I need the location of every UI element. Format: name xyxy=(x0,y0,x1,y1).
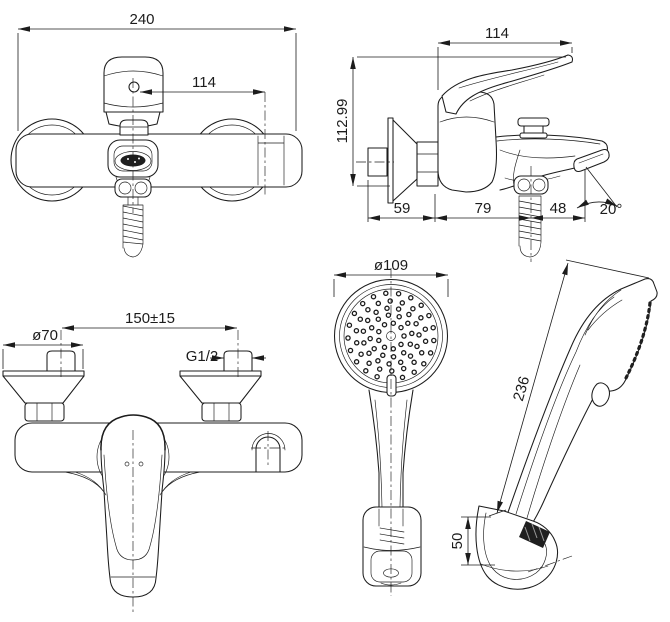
dim-label-thread: G1/2 xyxy=(186,348,219,365)
dim-label-spout-angle: 20° xyxy=(600,201,623,218)
dim-side-handle-reach: 114 xyxy=(437,25,573,90)
dim-label-center-to-mount: 114 xyxy=(192,74,216,91)
wall-bracket-side xyxy=(475,505,573,590)
spray-nozzles xyxy=(345,290,437,382)
shower-hose-front xyxy=(122,196,144,258)
mixer-side-view: 114 112.99 59 79 48 20° xyxy=(334,25,622,262)
dim-label-head-diameter: ø109 xyxy=(374,257,408,274)
mixer-front-view: 240 114 xyxy=(10,11,303,258)
shower-handle-side xyxy=(503,278,658,534)
flow-tab xyxy=(386,374,397,397)
shower-hose-side xyxy=(518,195,542,258)
diverter-knob-front xyxy=(119,119,149,136)
hand-shower-side-view: 236 50 xyxy=(449,259,658,590)
dim-label-mount-spacing: 150±15 xyxy=(125,310,175,327)
wall-pipe-side xyxy=(367,147,388,177)
dim-label-bracket-height: 50 xyxy=(449,533,466,550)
dim-front-center-to-mount: 114 xyxy=(140,74,265,95)
escutcheon-cone-side xyxy=(387,117,439,204)
spout-aerator-tab xyxy=(573,148,610,173)
dim-label-center-to-hose: 79 xyxy=(475,200,492,217)
eccentric-union-left xyxy=(2,350,85,422)
dim-top-mount-spacing: 150±15 xyxy=(62,310,237,331)
mixer-top-view: 150±15 ø70 G1/2 xyxy=(2,310,303,612)
dim-shower-length: 236 xyxy=(488,259,650,517)
diverter-button xyxy=(591,382,610,407)
center-lines-top xyxy=(60,330,286,612)
dim-side-bottom-chain: 59 79 48 xyxy=(367,170,586,222)
center-lines-side xyxy=(356,161,532,262)
center-lines-front xyxy=(132,78,266,213)
dim-shower-head-diameter: ø109 xyxy=(333,257,449,297)
dim-front-overall-width: 240 xyxy=(17,11,297,131)
dim-bracket-height: 50 xyxy=(449,516,495,566)
dim-top-thread: G1/2 xyxy=(186,348,266,365)
hose-junction-hatch xyxy=(519,521,550,548)
dim-label-overall-width: 240 xyxy=(129,11,154,28)
dim-label-shower-length: 236 xyxy=(510,374,533,403)
mixer-body-bar xyxy=(15,133,303,188)
dim-label-wall-to-center: 59 xyxy=(394,200,411,217)
shower-handle-front xyxy=(368,389,414,508)
dim-top-escutcheon-diameter: ø70 xyxy=(2,327,84,369)
dim-label-escutcheon-diameter: ø70 xyxy=(32,327,58,344)
spout-side xyxy=(495,134,610,191)
dim-label-overall-height: 112.99 xyxy=(334,99,351,144)
dim-label-hose-to-spout: 48 xyxy=(550,200,567,217)
diverter-knob-side xyxy=(517,117,550,139)
dim-side-spout-angle: 20° xyxy=(576,166,623,218)
dim-label-handle-reach: 114 xyxy=(485,25,509,42)
dim-side-overall-height: 112.99 xyxy=(334,56,566,187)
hand-shower-front-view: ø109 xyxy=(333,257,449,596)
mixer-handle-side xyxy=(441,54,574,115)
wall-bracket-front xyxy=(362,506,422,587)
nozzle-texture-edge xyxy=(624,301,652,380)
